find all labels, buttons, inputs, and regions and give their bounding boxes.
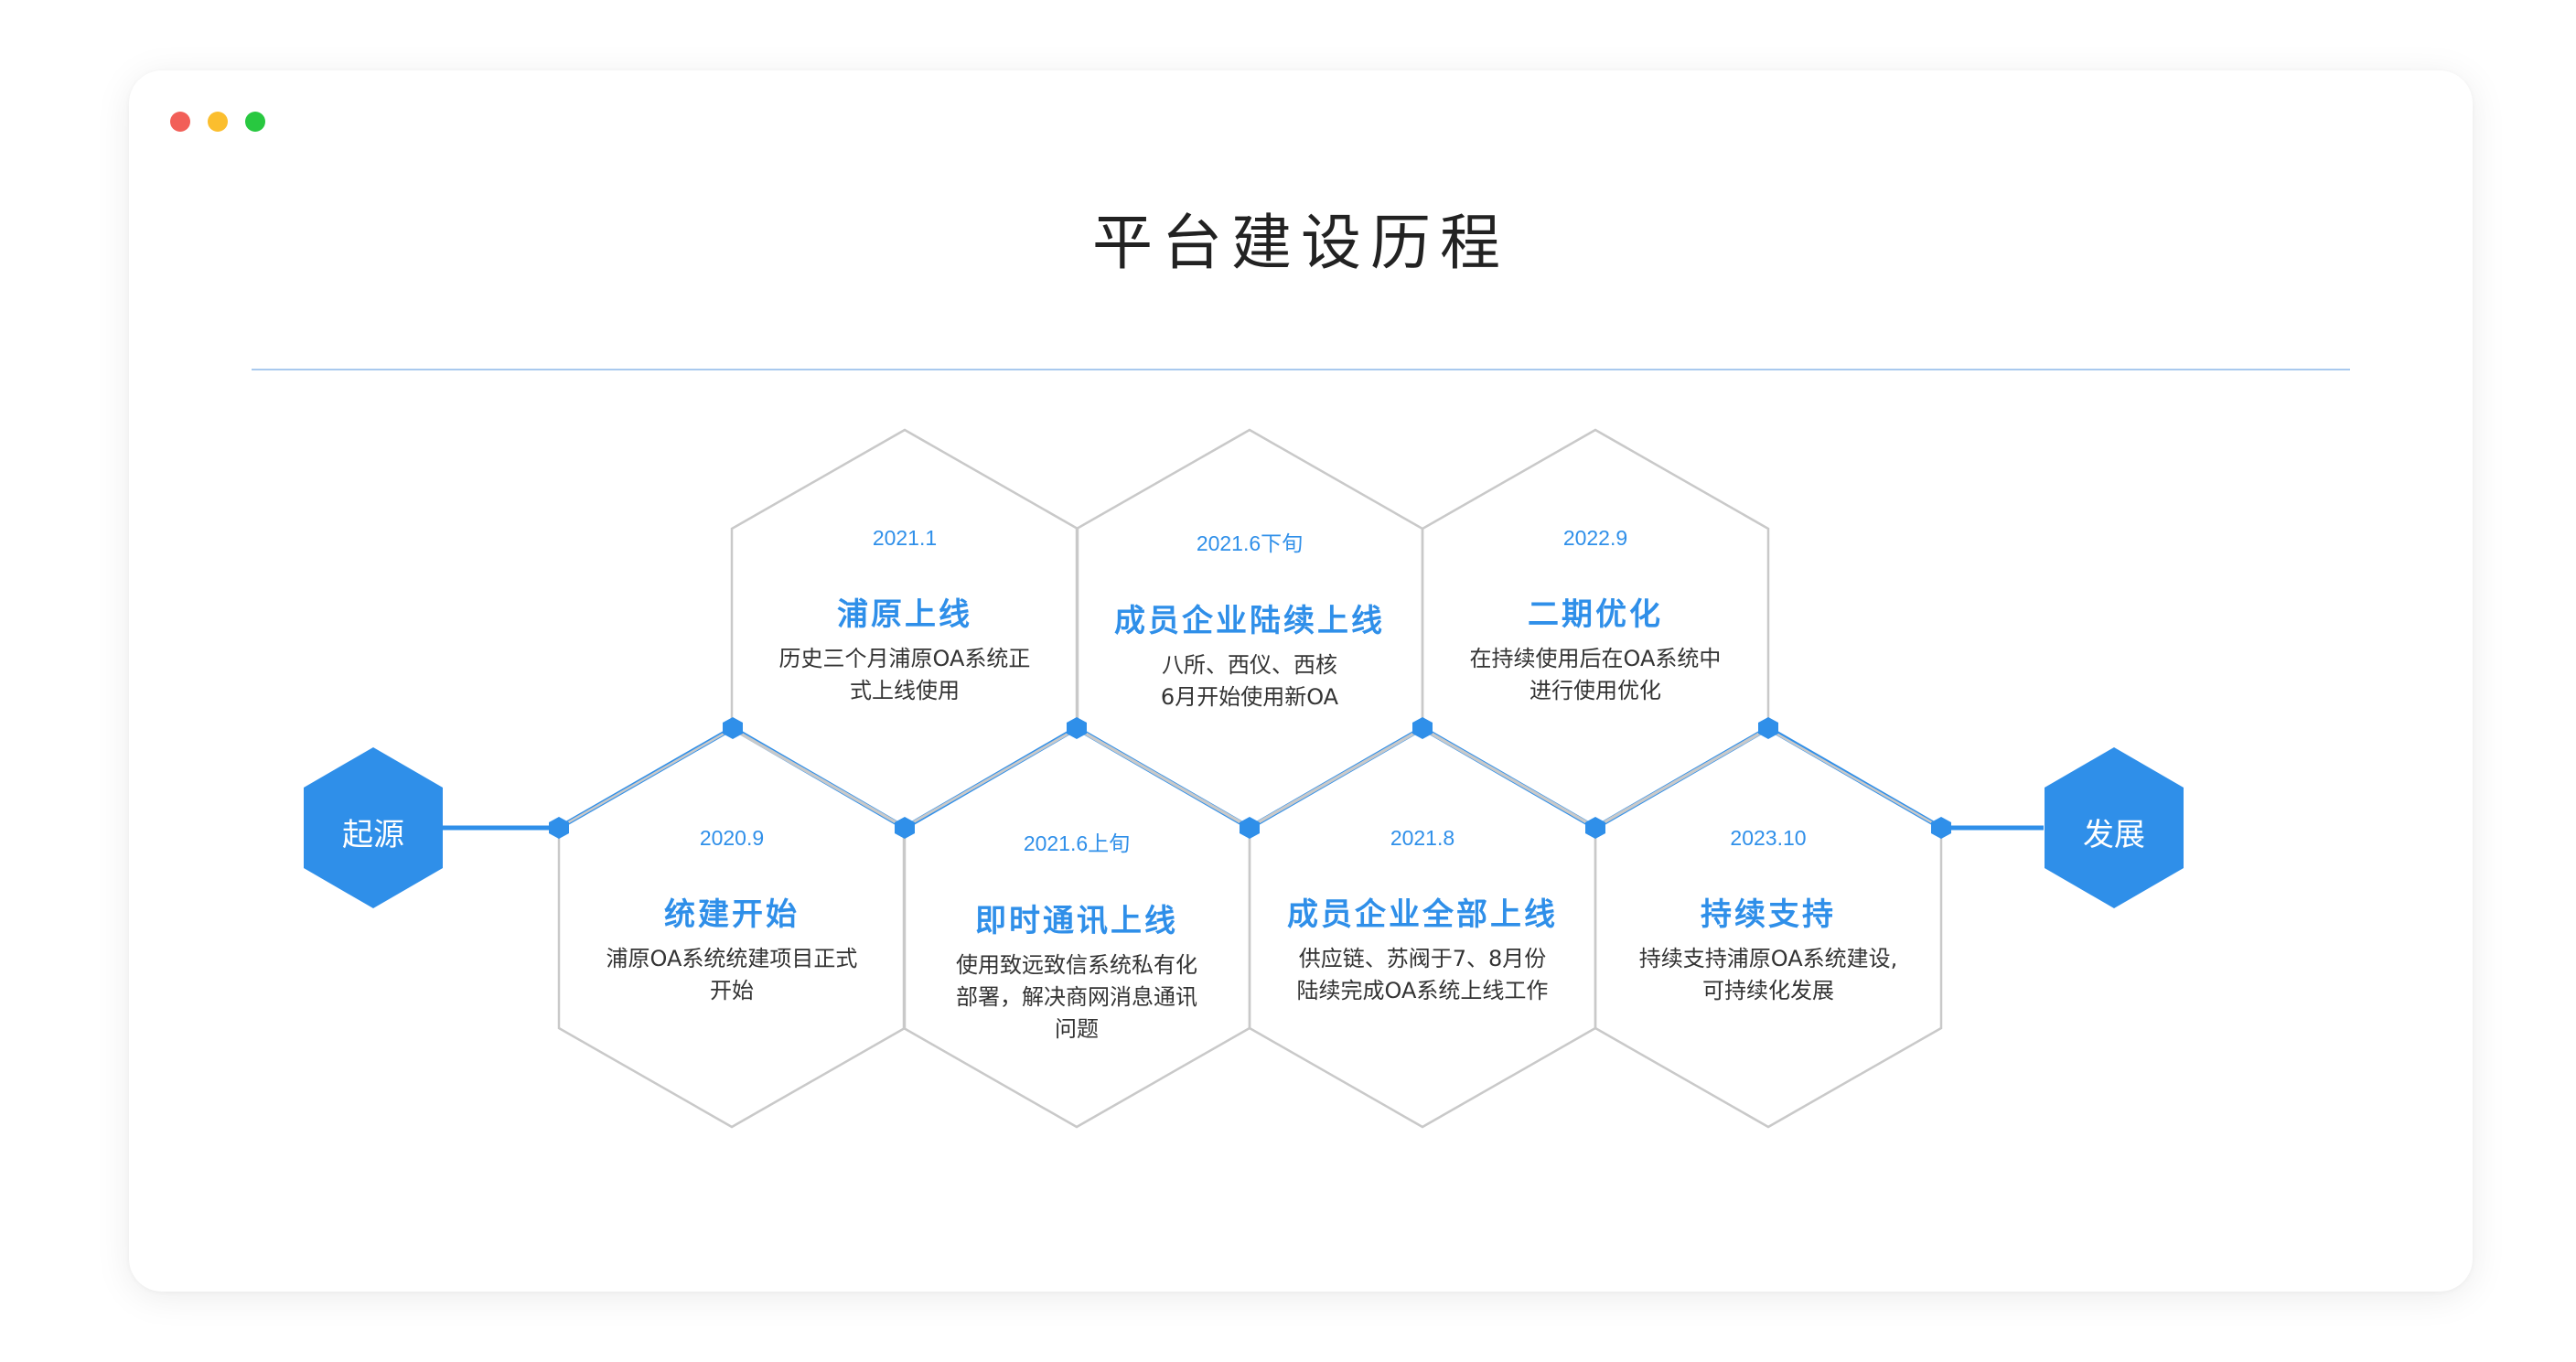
end-hexagon[interactable] [2045,747,2184,908]
milestone-date: 2021.8 [1390,826,1455,850]
milestone-2020-9: 2020.9 统建开始 浦原OA系统统建项目正式 开始 [581,826,883,1007]
milestone-desc: 持续支持浦原OA系统建设, 可持续化发展 [1638,946,1898,1003]
page-title: 平台建设历程 [1092,208,1509,278]
title-divider [252,369,2350,370]
milestone-2022-9: 2022.9 二期优化 在持续使用后在OA系统中 进行使用优化 [1444,526,1746,707]
maximize-window-icon[interactable] [245,112,265,132]
timeline-node [723,717,743,739]
milestone-desc: 供应链、苏阀于7、8月份 陆续完成OA系统上线工作 [1296,946,1549,1003]
start-label: 起源 [342,817,404,853]
milestone-title: 成员企业全部上线 [1287,896,1558,933]
milestone-2021-6-early: 2021.6上旬 即时通讯上线 使用致远致信系统私有化 部署，解决商网消息通讯 … [926,826,1228,1046]
milestone-date: 2021.1 [872,526,938,550]
app-window: 平台建设历程 [129,70,2473,1292]
timeline-node [1585,817,1605,839]
timeline-node [895,817,915,839]
milestone-2023-10: 2023.10 持续支持 持续支持浦原OA系统建设, 可持续化发展 [1617,826,1919,1007]
milestone-date: 2020.9 [699,826,765,850]
milestone-desc: 浦原OA系统统建项目正式 开始 [606,946,858,1003]
zigzag-timeline [557,725,1943,831]
end-label: 发展 [2083,817,2145,853]
timeline-node [1412,717,1433,739]
timeline-node [549,817,569,839]
milestone-desc: 在持续使用后在OA系统中 进行使用优化 [1469,646,1722,703]
milestone-desc: 八所、西仪、西核 6月开始使用新OA [1160,652,1339,710]
milestone-2021-1: 2021.1 浦原上线 历史三个月浦原OA系统正 式上线使用 [754,526,1056,707]
milestone-date: 2021.6上旬 [1023,831,1131,855]
milestone-2021-6-late: 2021.6下旬 成员企业陆续上线 八所、西仪、西核 6月开始使用新OA [1099,526,1401,713]
milestone-title: 二期优化 [1528,596,1663,633]
close-window-icon[interactable] [170,112,190,132]
milestone-title: 持续支持 [1701,896,1836,933]
milestone-desc: 历史三个月浦原OA系统正 式上线使用 [778,646,1031,703]
timeline-node [1240,817,1260,839]
milestone-date: 2022.9 [1562,526,1628,550]
milestone-date: 2023.10 [1730,826,1807,850]
milestone-title: 浦原上线 [837,596,972,633]
timeline-node [1758,717,1778,739]
timeline-node [1931,817,1951,839]
milestone-title: 统建开始 [664,896,800,933]
milestone-title: 即时通讯上线 [975,903,1178,939]
start-hexagon[interactable] [304,747,443,908]
timeline-node [1067,717,1087,739]
milestone-title: 成员企业陆续上线 [1114,603,1385,639]
minimize-window-icon[interactable] [208,112,228,132]
milestone-desc: 使用致远致信系统私有化 部署，解决商网消息通讯 问题 [956,952,1197,1042]
milestone-2021-8: 2021.8 成员企业全部上线 供应链、苏阀于7、8月份 陆续完成OA系统上线工… [1272,826,1573,1007]
milestone-date: 2021.6下旬 [1196,531,1304,555]
